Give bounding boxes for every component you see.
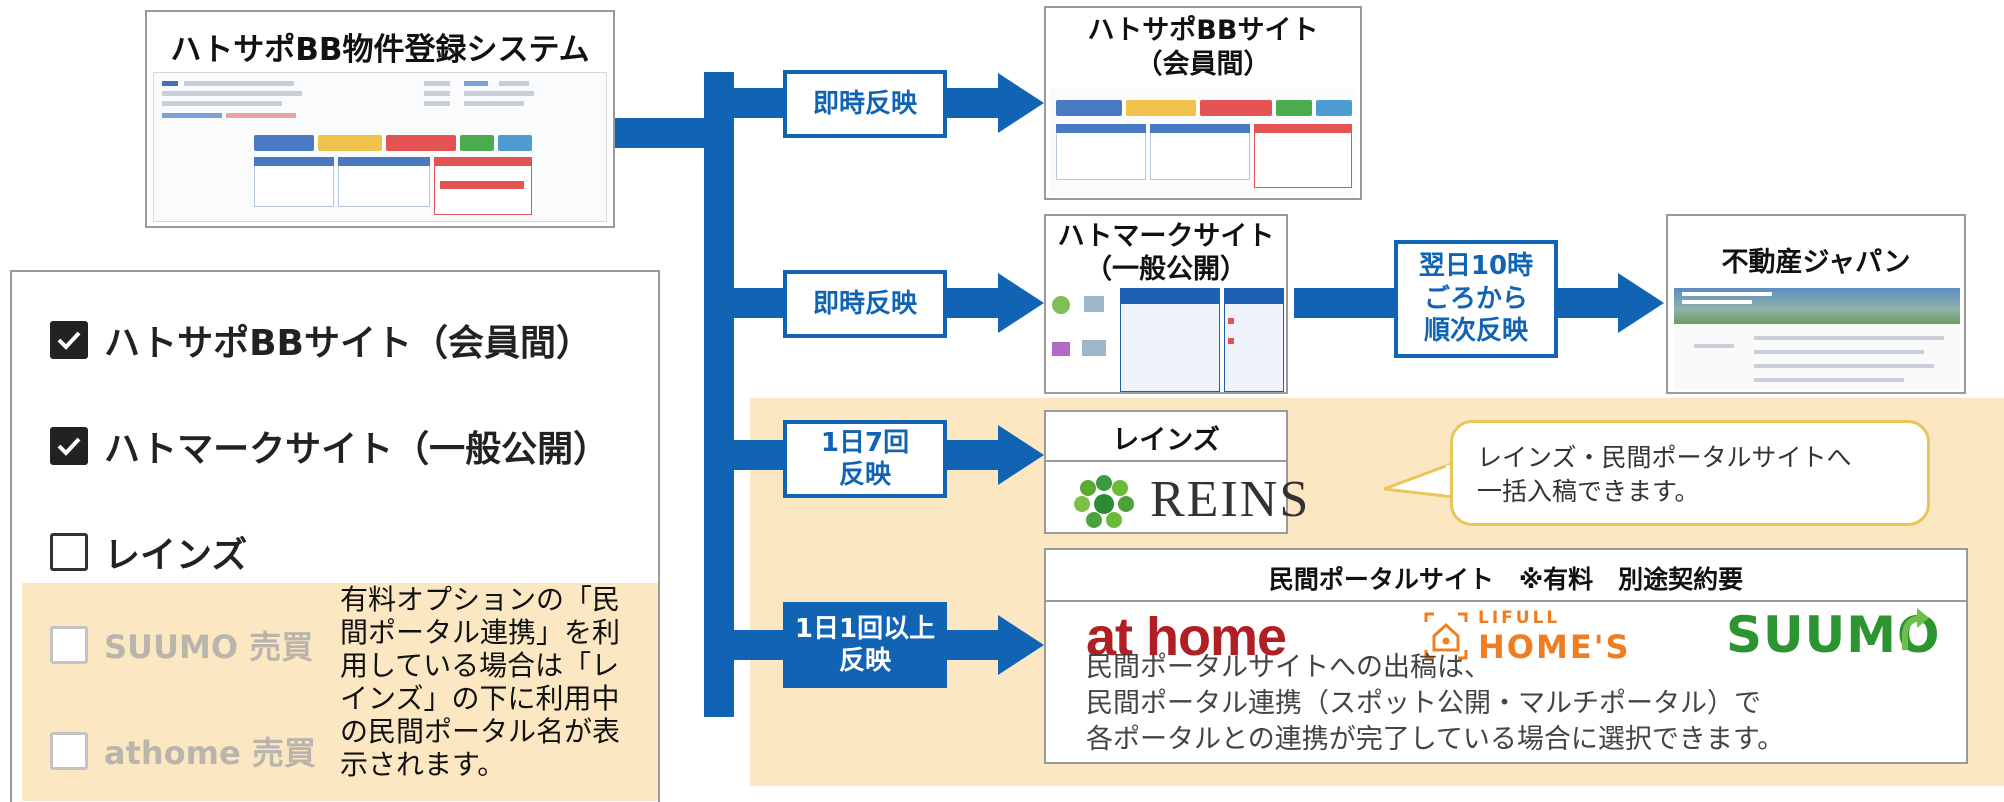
portal-sites-title: 民間ポータルサイト ※有料 別途契約要 — [1268, 565, 1744, 594]
checklist-label-suumo: SUUMO 売買 — [104, 628, 314, 666]
fudosan-japan-panel: 不動産ジャパン — [1666, 214, 1966, 394]
reins-logo-icon — [1074, 475, 1134, 528]
checklist-label-hatomark: ハトマークサイト（一般公開） — [104, 429, 610, 470]
reins-panel: レインズ REINS — [1044, 410, 1308, 534]
reins-title-divider — [1046, 460, 1286, 462]
checklist-item-reins[interactable]: レインズ — [50, 526, 247, 578]
checklist-item-suumo[interactable]: SUUMO 売買 — [50, 622, 313, 668]
source-system-title: ハトサポBB物件登録システム — [170, 32, 590, 68]
source-system-screenshot — [153, 72, 607, 222]
checklist-item-hatomark[interactable]: ハトマークサイト（一般公開） — [50, 420, 609, 472]
reins-logo-text: REINS — [1150, 471, 1311, 528]
homes-logo-top: LIFULL — [1478, 608, 1561, 628]
checklist-item-hatosapo[interactable]: ハトサポBBサイト（会員間） — [50, 314, 592, 366]
checklist-label-hatosapo: ハトサポBBサイト（会員間） — [104, 323, 592, 364]
label-next-day: 翌日10時 ごろから 順次反映 — [1394, 240, 1558, 358]
source-system-panel: ハトサポBB物件登録システム — [145, 10, 615, 228]
arrow-to-hatosapo — [998, 73, 1044, 133]
bubble-tail-icon — [1384, 461, 1454, 499]
checked-checkbox-icon[interactable] — [50, 427, 88, 465]
arrow-to-reins — [998, 425, 1044, 485]
unchecked-checkbox-icon[interactable] — [50, 533, 88, 571]
fudosan-japan-title: 不動産ジャパン — [1721, 247, 1911, 278]
label-portal-frequency: 1日1回以上 反映 — [783, 602, 947, 688]
checklist-panel — [10, 270, 660, 802]
athome-logo: at home — [1086, 607, 1287, 667]
hatomark-site-title: ハトマークサイト （一般公開） — [1057, 221, 1275, 285]
label-reins-frequency: 1日7回 反映 — [783, 420, 947, 498]
label-immediate-2: 即時反映 — [783, 270, 947, 338]
checklist-label-athome: athome 売買 — [104, 734, 316, 772]
portal-title-divider — [1046, 600, 1966, 602]
portal-note-text: 民間ポータルサイトへの出稿は、 民間ポータル連携（スポット公開・マルチポータル）… — [1086, 652, 1785, 755]
homes-house-icon — [1424, 612, 1468, 660]
arrow-to-fudosan-japan — [1618, 273, 1664, 333]
hatosapo-site-screenshot — [1050, 88, 1356, 196]
checklist-item-athome[interactable]: athome 売買 — [50, 728, 316, 774]
suumo-arrow-icon — [1902, 608, 1929, 650]
portal-sites-panel: 民間ポータルサイト ※有料 別途契約要 at home LIFULL HOME'… — [1044, 548, 1968, 764]
arrow-to-hatomark — [998, 273, 1044, 333]
flow-trunk-vertical — [704, 72, 734, 717]
hatomark-site-panel: ハトマークサイト （一般公開） — [1044, 214, 1288, 394]
arrow-to-portals — [998, 615, 1044, 675]
option-note-text: 有料オプションの「民 間ポータル連携」を利 用している場合は「レ インズ」の下に… — [340, 583, 640, 781]
homes-logo-bottom: HOME'S — [1478, 628, 1631, 666]
label-immediate-1: 即時反映 — [783, 70, 947, 138]
unchecked-checkbox-icon[interactable] — [50, 732, 88, 770]
reins-title: レインズ — [1112, 425, 1220, 456]
checklist-label-reins: レインズ — [104, 535, 248, 576]
reins-portal-bubble: レインズ・民間ポータルサイトへ 一括入稿できます。 — [1450, 420, 1930, 526]
unchecked-checkbox-icon[interactable] — [50, 626, 88, 664]
hatosapo-site-title: ハトサポBBサイト （会員間） — [1087, 15, 1319, 80]
hatosapo-site-panel: ハトサポBBサイト （会員間） — [1044, 6, 1362, 200]
fudosan-japan-screenshot — [1674, 288, 1960, 390]
hatomark-site-screenshot — [1048, 288, 1284, 392]
checked-checkbox-icon[interactable] — [50, 321, 88, 359]
